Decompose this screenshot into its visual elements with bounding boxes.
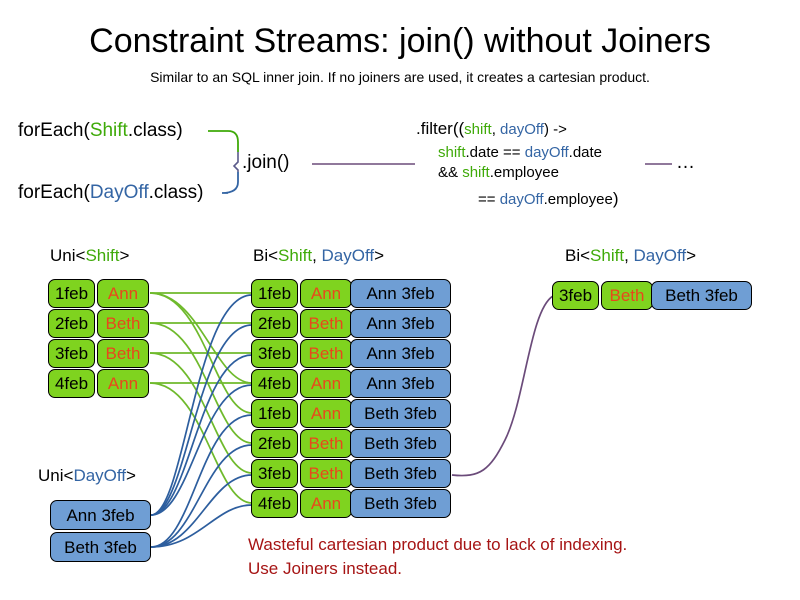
filter-param-sep: , <box>491 121 501 138</box>
table-row[interactable]: Ann 3feb <box>350 369 451 398</box>
table-row[interactable]: Ann <box>300 489 352 518</box>
table-row[interactable]: 4feb <box>251 369 298 398</box>
foreach-shift-type: Shift <box>89 120 128 141</box>
filter-l2-post: .date <box>568 144 603 161</box>
filter-l3-shift: shift <box>462 164 490 181</box>
table-row[interactable]: 3feb <box>552 281 599 310</box>
table-row[interactable]: Beth 3feb <box>350 459 451 488</box>
table-row[interactable]: Beth 3feb <box>651 281 752 310</box>
filter-close-paren: ) <box>612 189 619 208</box>
table-row[interactable]: Beth <box>601 281 653 310</box>
bi-right-post: > <box>686 246 697 265</box>
table-row[interactable]: 1feb <box>251 279 298 308</box>
table-row[interactable]: Ann 3feb <box>350 279 451 308</box>
table-row[interactable]: Beth <box>300 309 352 338</box>
code-foreach-shift: forEach(Shift.class) <box>18 120 183 142</box>
table-row[interactable]: 1feb <box>48 279 95 308</box>
bi-right-pre: Bi< <box>565 246 591 265</box>
page-title: Constraint Streams: join() without Joine… <box>89 22 711 60</box>
header-uni-dayoff: Uni<DayOff> <box>38 466 136 486</box>
filter-l2-dayoff: dayOff <box>524 144 569 161</box>
list-item[interactable]: Beth 3feb <box>50 532 151 562</box>
code-filter-line4: == dayOff.employee) <box>478 189 619 209</box>
bi-right-sep: , <box>624 246 634 265</box>
table-row[interactable]: Ann <box>300 279 352 308</box>
bi-middle-post: > <box>374 246 385 265</box>
table-row[interactable]: 2feb <box>251 429 298 458</box>
filter-l2-mid: .date == <box>465 144 525 161</box>
filter-l3-pre: && <box>438 164 463 181</box>
bi-middle-pre: Bi< <box>253 246 279 265</box>
table-row[interactable]: Beth 3feb <box>350 399 451 428</box>
table-row[interactable]: Ann <box>97 279 149 308</box>
bi-right-type2: DayOff <box>633 246 687 265</box>
table-row[interactable]: Ann 3feb <box>350 309 451 338</box>
table-row[interactable]: Ann <box>97 369 149 398</box>
table-row[interactable]: Beth <box>300 339 352 368</box>
filter-l2-shift: shift <box>438 144 466 161</box>
foreach-dayoff-type: DayOff <box>89 182 149 203</box>
filter-param-dayoff: dayOff <box>500 121 544 138</box>
header-uni-shift: Uni<Shift> <box>50 246 129 266</box>
table-row[interactable]: Ann 3feb <box>350 339 451 368</box>
table-row[interactable]: Beth <box>97 309 149 338</box>
filter-l4-pre: == <box>478 191 500 208</box>
bi-right-type1: Shift <box>590 246 625 265</box>
foreach-dayoff-post: .class) <box>148 182 204 203</box>
filter-param-shift: shift <box>464 121 492 138</box>
foreach-dayoff-pre: forEach( <box>18 182 90 203</box>
table-row[interactable]: Ann <box>300 399 352 428</box>
uni-shift-type: Shift <box>85 246 120 265</box>
table-row[interactable]: Beth 3feb <box>350 489 451 518</box>
table-row[interactable]: Ann <box>300 369 352 398</box>
code-filter-line3: && shift.employee <box>438 163 559 182</box>
code-filter-line2: shift.date == dayOff.date <box>438 143 602 162</box>
table-row[interactable]: 4feb <box>48 369 95 398</box>
table-row[interactable]: 3feb <box>48 339 95 368</box>
uni-shift-pre: Uni< <box>50 246 86 265</box>
uni-dayoff-post: > <box>126 466 136 485</box>
filter-pre: .filter(( <box>416 119 465 138</box>
uni-dayoff-type: DayOff <box>73 466 127 485</box>
table-row[interactable]: Beth 3feb <box>350 429 451 458</box>
header-bi-middle: Bi<Shift, DayOff> <box>253 246 384 266</box>
bi-middle-type2: DayOff <box>321 246 375 265</box>
foreach-shift-post: .class) <box>127 120 183 141</box>
table-row[interactable]: 2feb <box>48 309 95 338</box>
code-foreach-dayoff: forEach(DayOff.class) <box>18 182 204 204</box>
join-label: .join() <box>242 152 290 173</box>
table-row[interactable]: Beth <box>300 429 352 458</box>
page-subtitle: Similar to an SQL inner join. If no join… <box>150 69 650 85</box>
filter-l4-post: .employee <box>543 191 613 208</box>
table-row[interactable]: 1feb <box>251 399 298 428</box>
filter-l4-dayoff: dayOff <box>499 191 544 208</box>
filter-l3-post: .employee <box>489 164 559 181</box>
bi-middle-sep: , <box>312 246 322 265</box>
table-row[interactable]: 2feb <box>251 309 298 338</box>
bi-middle-type1: Shift <box>278 246 313 265</box>
table-row[interactable]: 3feb <box>251 339 298 368</box>
list-item[interactable]: Ann 3feb <box>50 500 151 530</box>
code-filter-line1: .filter((shift, dayOff) -> <box>416 119 567 139</box>
continuation-ellipsis: … <box>676 152 695 173</box>
warning-text: Wasteful cartesian product due to lack o… <box>248 535 628 578</box>
filter-arrow: ) -> <box>543 121 567 138</box>
table-row[interactable]: 3feb <box>251 459 298 488</box>
uni-dayoff-pre: Uni< <box>38 466 74 485</box>
table-row[interactable]: 4feb <box>251 489 298 518</box>
header-bi-right: Bi<Shift, DayOff> <box>565 246 696 266</box>
table-row[interactable]: Beth <box>97 339 149 368</box>
table-row[interactable]: Beth <box>300 459 352 488</box>
uni-shift-post: > <box>119 246 130 265</box>
foreach-shift-pre: forEach( <box>18 120 90 141</box>
